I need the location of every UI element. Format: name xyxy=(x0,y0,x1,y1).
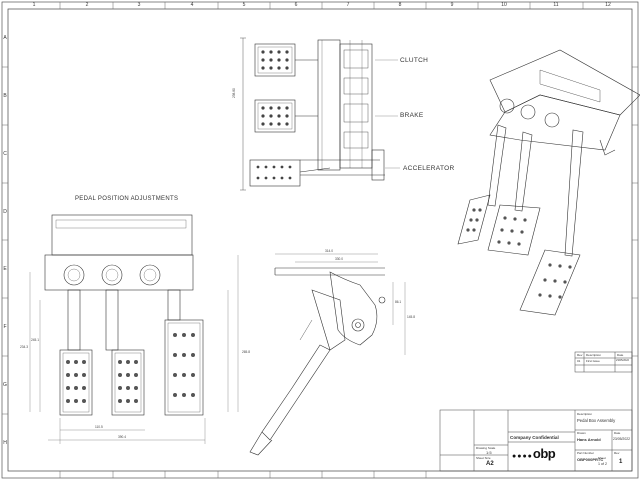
zone-label-top: 10 xyxy=(501,2,507,8)
rev-value: 1 xyxy=(619,459,623,465)
zone-label-top: 9 xyxy=(450,2,454,8)
zone-label-top: 11 xyxy=(553,2,559,8)
sheet-size-value: A2 xyxy=(486,461,494,467)
zone-ticks xyxy=(2,2,638,478)
zone-label-top: 6 xyxy=(294,2,298,8)
zone-label-left: B xyxy=(3,93,7,99)
revision-table-grid xyxy=(574,351,633,373)
zone-label-left: E xyxy=(3,266,7,272)
zone-label-left: D xyxy=(3,209,7,215)
top-side-view xyxy=(240,37,385,191)
company-confidential: Company Confidential xyxy=(510,435,559,440)
pedal-profile-view xyxy=(249,267,386,456)
isometric-pad-holes xyxy=(466,208,572,299)
zone-label-top: 2 xyxy=(85,2,89,8)
revision-row-date: 23/05/2022 xyxy=(616,359,629,362)
rev-label: Rev xyxy=(614,451,620,455)
description-label: Description xyxy=(577,412,593,416)
part-number-value: OBP000PRTC xyxy=(577,457,604,462)
zone-label-top: 3 xyxy=(137,2,141,8)
zone-label-left: C xyxy=(3,151,7,157)
dimension-value: 86.1 xyxy=(395,300,402,304)
zone-label-top: 7 xyxy=(346,2,350,8)
isometric-view xyxy=(457,49,640,316)
revision-row-description: First Issue xyxy=(586,359,600,363)
dimension-value: 245.1 xyxy=(31,338,39,342)
zone-label-left: A xyxy=(3,35,7,41)
sheet-size-label: Sheet Size xyxy=(476,456,491,460)
drawn-label: Drawn xyxy=(577,431,586,435)
revision-row-rev: 01 xyxy=(577,359,581,363)
zone-label-left: G xyxy=(3,382,7,388)
logo-dots-icon: ●●●● xyxy=(512,453,533,460)
front-view-pad-holes xyxy=(66,333,195,403)
revision-header-description: Description xyxy=(586,353,602,357)
dimension-value: 314.0 xyxy=(325,249,333,253)
revision-header-rev: Rev xyxy=(577,353,583,357)
description-value: Pedal Box Assembly xyxy=(577,418,616,423)
side-view-leaders xyxy=(375,59,400,169)
zone-label-top: 4 xyxy=(190,2,194,8)
revision-header-date: Date xyxy=(617,353,624,357)
date-label: Date xyxy=(614,431,621,435)
accelerator-label: ACCELERATOR xyxy=(403,165,455,172)
dimension-value: 238.80 xyxy=(232,88,236,98)
front-view-title: PEDAL POSITION ADJUSTMENTS xyxy=(75,196,179,202)
dimension-value: 265.8 xyxy=(242,350,250,354)
zone-label-top: 5 xyxy=(242,2,246,8)
zone-label-top: 1 xyxy=(32,2,36,8)
dimension-value: 234.3 xyxy=(20,345,28,349)
drawing-scale-label: Drawing Scale xyxy=(476,446,496,450)
zone-label-left: H xyxy=(3,440,7,446)
clutch-label: CLUTCH xyxy=(400,57,429,64)
zone-label-left: F xyxy=(3,324,7,330)
dimension-value: 145.8 xyxy=(407,315,415,319)
pedal-profile-dimensions xyxy=(275,253,406,355)
title-block-grid xyxy=(439,409,633,472)
drawn-by-value: Hans Arnold xyxy=(577,437,601,442)
dimension-value: 330.0 xyxy=(335,257,343,261)
part-number-label: Part Number xyxy=(577,451,595,455)
drawing-scale-value: 1:5 xyxy=(486,450,492,455)
front-view xyxy=(44,214,204,416)
sheet-value: 1 of 2 xyxy=(598,462,607,466)
zone-label-top: 8 xyxy=(398,2,402,8)
inner-border xyxy=(7,8,633,472)
date-value: 23/05/2022 xyxy=(613,437,630,441)
company-logo: ●●●●obp xyxy=(512,446,556,461)
dimension-value: 110.5 xyxy=(95,425,103,429)
front-view-dimension-lines xyxy=(29,255,239,444)
dimension-value: 390.4 xyxy=(118,435,126,439)
brake-label: BRAKE xyxy=(400,112,424,119)
sheet-label: Sheet xyxy=(598,456,606,460)
zone-label-top: 12 xyxy=(605,2,611,8)
